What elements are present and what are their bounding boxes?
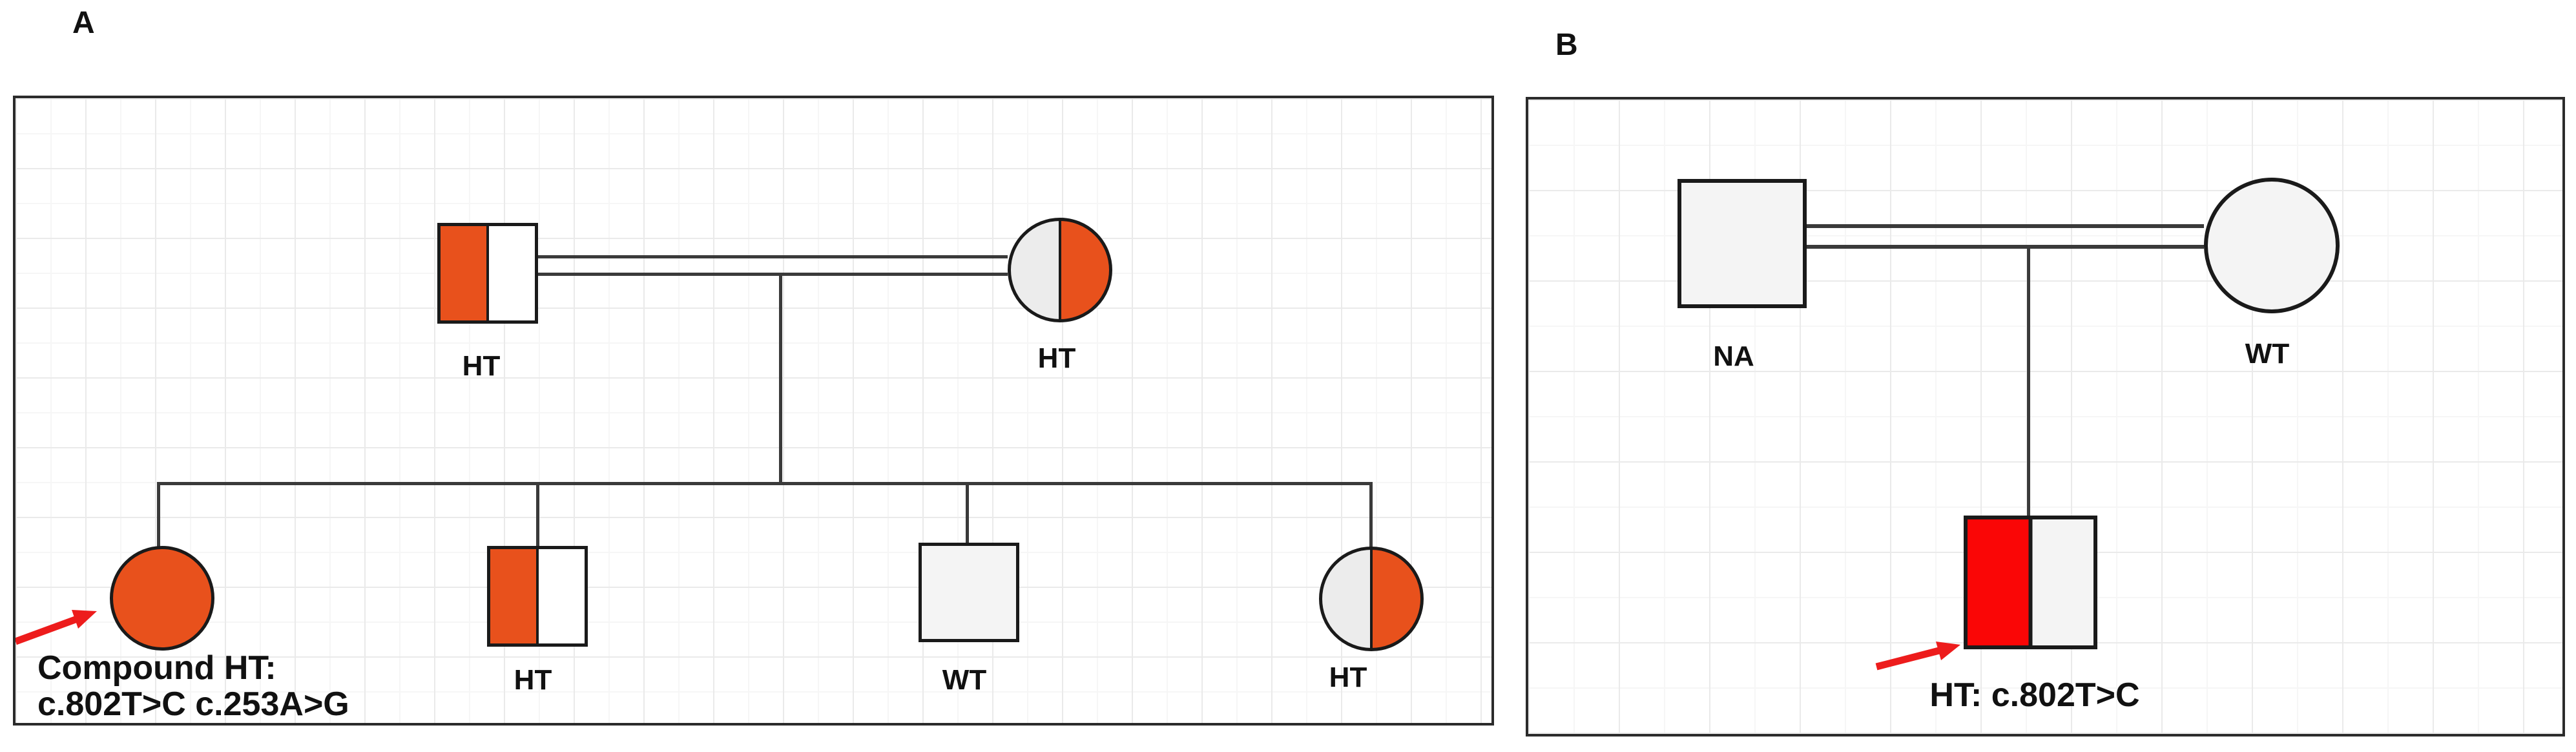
- panel-a-child2-drop-line: [536, 482, 539, 547]
- panel-a-sibship-line: [157, 482, 1373, 485]
- panel-a-proband-symbol: [110, 546, 214, 651]
- panel-b-proband-annotation: HT: c.802T>C: [1929, 676, 2140, 714]
- panel-b: NA WT HT: c.802T>C: [1526, 97, 2565, 736]
- panel-a-sibling2-genotype-label: HT: [514, 664, 552, 696]
- panel-b-union-descender-line: [2027, 248, 2030, 517]
- panel-a: HT HT HT WT HT Compound HT: c.802T>C c.2…: [13, 96, 1494, 726]
- panel-a-consanguinity-double-line: [538, 255, 1008, 276]
- panel-a-sibling3-symbol: [919, 543, 1019, 642]
- panel-b-father-genotype-label: NA: [1713, 340, 1754, 372]
- panel-a-proband-annotation-line1: Compound HT:: [37, 649, 276, 687]
- panel-a-union-descender-line: [779, 276, 782, 485]
- panel-a-mother-symbol: [1008, 218, 1112, 322]
- panel-b-union-double-line: [1807, 224, 2204, 249]
- panel-a-child3-drop-line: [966, 482, 969, 544]
- panel-a-child1-drop-line: [157, 482, 160, 547]
- panel-b-mother-symbol: [2204, 178, 2340, 313]
- panel-a-child4-drop-line: [1369, 482, 1373, 548]
- panel-a-sibling4-symbol: [1319, 547, 1424, 651]
- panel-b-father-symbol: [1678, 179, 1807, 308]
- panel-a-letter: A: [72, 6, 95, 40]
- panel-a-mother-genotype-label: HT: [1037, 342, 1076, 374]
- panel-b-mother-genotype-label: WT: [2245, 338, 2290, 370]
- panel-a-father-symbol: [437, 223, 538, 324]
- panel-b-proband-symbol: [1964, 516, 2097, 649]
- panel-a-proband-annotation: Compound HT: c.802T>C c.253A>G: [37, 650, 349, 722]
- panel-b-letter: B: [1555, 28, 1578, 62]
- panel-a-sibling2-symbol: [487, 546, 588, 647]
- panel-a-father-genotype-label: HT: [462, 350, 501, 382]
- panel-a-sibling4-genotype-label: HT: [1329, 662, 1367, 693]
- panel-a-proband-annotation-line2: c.802T>C c.253A>G: [37, 685, 349, 724]
- panel-a-sibling3-genotype-label: WT: [942, 664, 987, 696]
- panel-a-proband-arrow-icon: [16, 610, 97, 645]
